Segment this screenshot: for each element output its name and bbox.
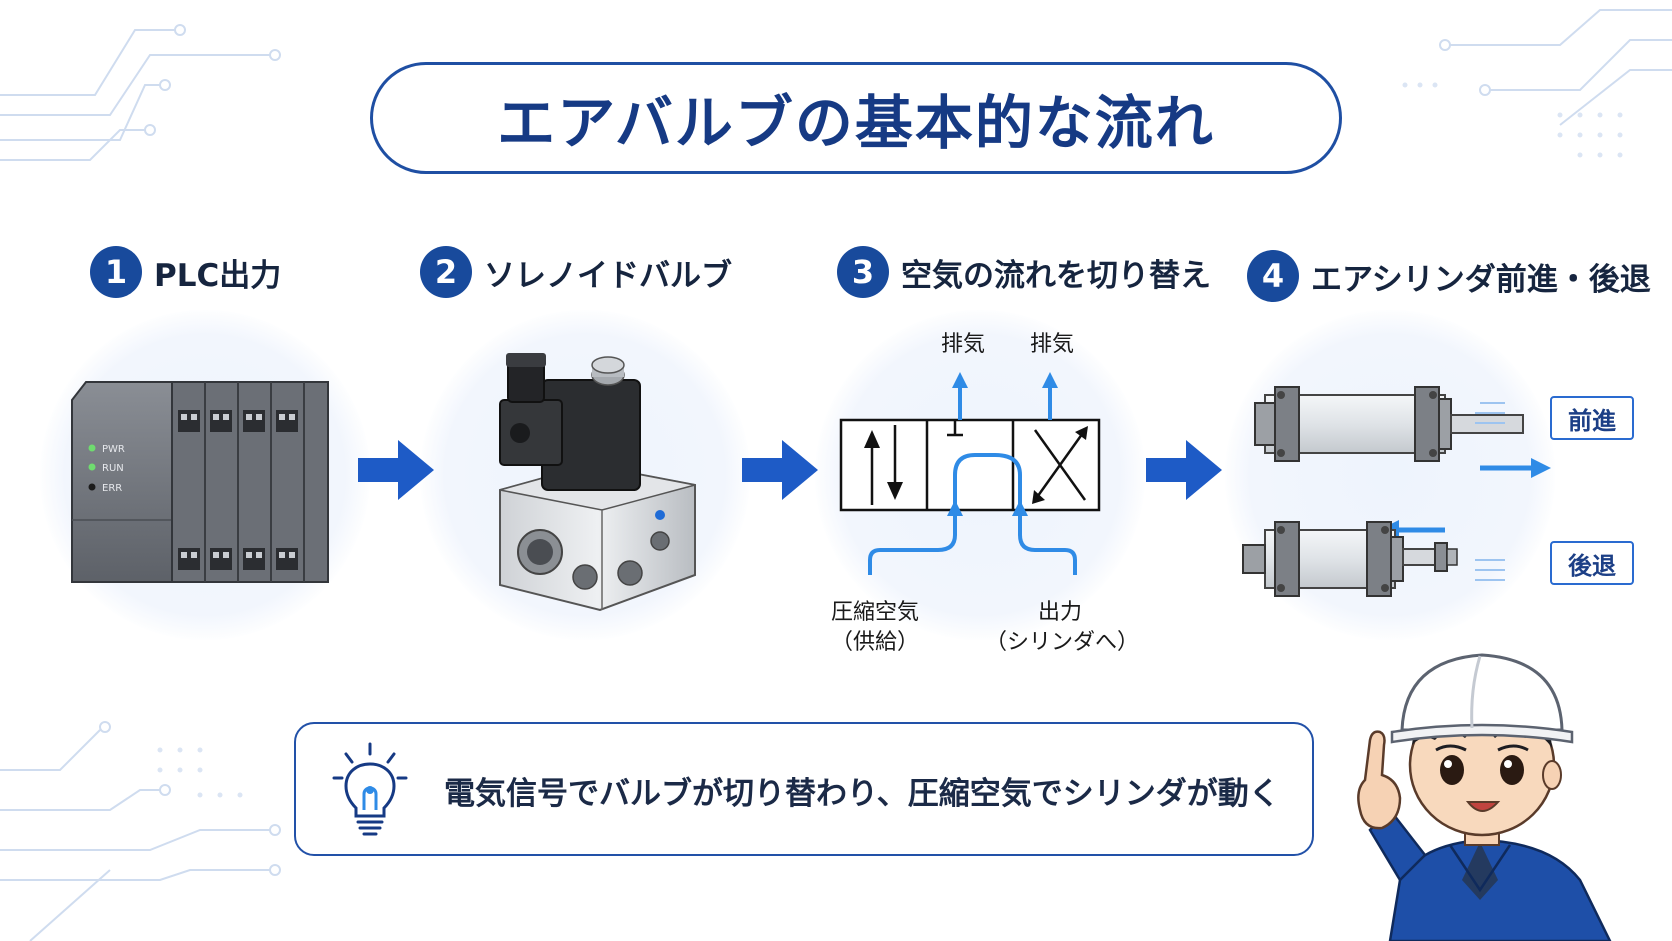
exhaust-label-right: 排気	[1029, 332, 1074, 357]
step-1-header: 1 PLC出力	[90, 246, 281, 298]
plc-led-run: RUN	[102, 463, 124, 474]
step-3-label: 空気の流れを切り替え	[901, 257, 1211, 294]
step-1-label: PLC出力	[154, 257, 282, 294]
run-led-icon	[88, 463, 96, 471]
title-banner: エアバルブの基本的な流れ	[370, 62, 1342, 174]
step-3-number: 3	[837, 246, 889, 298]
plc-unit: PWR RUN ERR	[71, 381, 329, 583]
supply-label: 圧縮空気 （供給）	[810, 598, 940, 658]
output-label: 出力 （シリンダへ）	[985, 598, 1140, 658]
err-led-icon	[88, 483, 96, 491]
step-1-number: 1	[90, 246, 142, 298]
supply-label-line2: （供給）	[830, 630, 919, 655]
step-4-number: 4	[1247, 250, 1299, 302]
step-2-label: ソレノイドバルブ	[484, 257, 732, 294]
flow-arrow-3-icon	[1146, 440, 1222, 500]
page-title: エアバルブの基本的な流れ	[497, 89, 1215, 157]
step-2-header: 2 ソレノイドバルブ	[420, 246, 732, 298]
flow-arrow-1-icon	[358, 440, 434, 500]
flow-arrow-2-icon	[742, 440, 818, 500]
step-4-header: 4 エアシリンダ前進・後退	[1247, 250, 1651, 302]
summary-text: 電気信号でバルブが切り替わり、圧縮空気でシリンダが動く	[444, 776, 1280, 812]
solenoid-valve-icon	[499, 353, 696, 612]
valve-symbol-diagram	[839, 372, 1101, 575]
output-label-line2: （シリンダへ）	[985, 630, 1140, 655]
air-cylinders-icon	[1242, 386, 1551, 597]
lightbulb-icon	[332, 742, 408, 836]
output-label-line1: 出力	[1037, 600, 1082, 625]
engineer-mascot	[1357, 653, 1612, 941]
forward-tag: 前進	[1550, 396, 1634, 440]
step-3-header: 3 空気の流れを切り替え	[837, 246, 1211, 298]
cylinder-backward	[1242, 521, 1458, 597]
plc-led-err: ERR	[102, 483, 122, 494]
pwr-led-icon	[88, 444, 96, 452]
cylinder-forward	[1254, 386, 1524, 462]
step-2-number: 2	[420, 246, 472, 298]
step-4-label: エアシリンダ前進・後退	[1311, 261, 1651, 298]
backward-tag: 後退	[1550, 541, 1634, 585]
plc-led-pwr: PWR	[102, 444, 125, 455]
supply-label-line1: 圧縮空気	[830, 600, 919, 625]
summary-note: 電気信号でバルブが切り替わり、圧縮空気でシリンダが動く	[294, 722, 1314, 856]
exhaust-label-left: 排気	[940, 332, 985, 357]
